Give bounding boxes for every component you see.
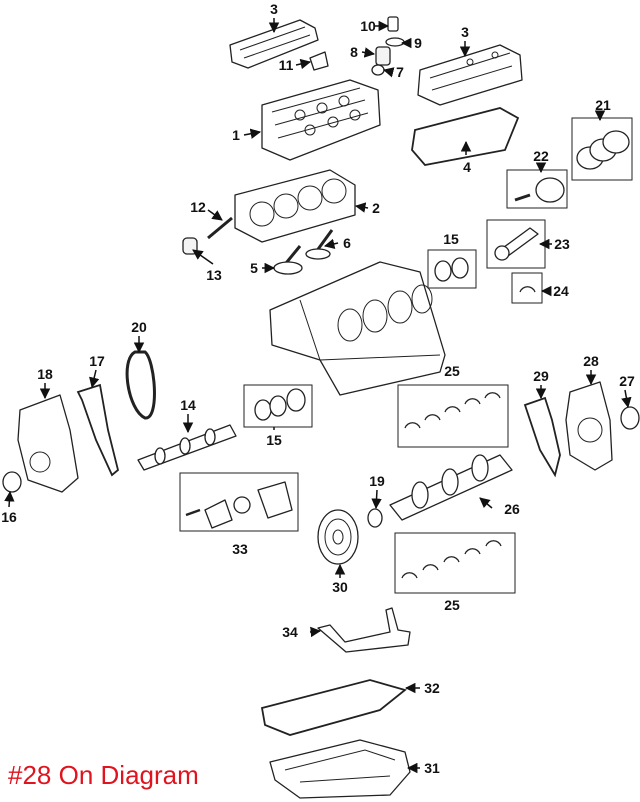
- callout-20: 20: [131, 319, 147, 335]
- harmonic-balancer: [317, 509, 359, 565]
- callout-14: 14: [180, 397, 196, 413]
- seals-lower: [243, 384, 313, 428]
- callout-9: 9: [414, 35, 422, 51]
- callout-6: 6: [343, 235, 351, 251]
- connecting-rod: [486, 219, 546, 269]
- callout-25-top: 25: [444, 363, 460, 379]
- camshaft: [137, 424, 237, 471]
- main-bearings-top: [397, 384, 509, 448]
- rear-seal: [620, 406, 640, 430]
- timing-chain: [125, 350, 156, 420]
- rod-bearing: [511, 272, 543, 304]
- piston-rings: [571, 117, 633, 181]
- leader-lines: [4, 18, 632, 774]
- callout-16: 16: [1, 509, 17, 525]
- callout-22: 22: [533, 148, 549, 164]
- pushrod-and-lifter: [182, 216, 233, 255]
- crank-sprocket: [367, 508, 383, 528]
- cylinder-head: [261, 79, 381, 161]
- seals-top: [427, 249, 477, 289]
- callout-12: 12: [190, 199, 206, 215]
- callout-15-lower: 15: [266, 432, 282, 448]
- rear-cover: [565, 381, 613, 471]
- engine-block: [269, 261, 446, 396]
- timing-cover-gasket: [76, 383, 120, 477]
- callout-17: 17: [89, 353, 105, 369]
- oil-pump-kit: [179, 472, 299, 532]
- callout-3-left: 3: [270, 1, 278, 17]
- valve-train-small-parts: [309, 16, 405, 76]
- callout-25-lower: 25: [444, 597, 460, 613]
- callout-24: 24: [553, 283, 569, 299]
- callout-31: 31: [424, 760, 440, 776]
- callout-13: 13: [206, 267, 222, 283]
- oil-pan-gasket: [260, 679, 407, 736]
- callout-33: 33: [232, 541, 248, 557]
- callout-29: 29: [533, 368, 549, 384]
- valves: [273, 229, 334, 275]
- callout-28: 28: [583, 353, 599, 369]
- front-seal: [2, 471, 22, 493]
- diagram-caption: #28 On Diagram: [8, 760, 199, 790]
- callout-10: 10: [360, 18, 376, 34]
- callout-7: 7: [396, 64, 404, 80]
- main-bearings-lower: [394, 532, 516, 594]
- callout-23: 23: [554, 236, 570, 252]
- callout-labels: 3 3 10 9 8 7 11 1 4 2 12 13 5 6 21 22 23…: [1, 1, 635, 776]
- callout-4: 4: [463, 159, 471, 175]
- callout-21: 21: [595, 97, 611, 113]
- callout-18: 18: [37, 366, 53, 382]
- callout-30: 30: [332, 579, 348, 595]
- callout-32: 32: [424, 680, 440, 696]
- rear-cover-gasket: [523, 396, 561, 478]
- valve-cover-gasket: [411, 107, 520, 166]
- callout-19: 19: [369, 473, 385, 489]
- piston: [506, 169, 568, 209]
- valve-cover-left: [229, 19, 319, 69]
- callout-5: 5: [250, 260, 258, 276]
- callout-3-right: 3: [461, 24, 469, 40]
- front-cover: [17, 394, 79, 493]
- valve-cover-right: [417, 44, 523, 106]
- oil-pickup-tube: [317, 607, 411, 653]
- callout-8: 8: [350, 44, 358, 60]
- callout-2: 2: [372, 200, 380, 216]
- oil-pan: [269, 739, 411, 799]
- callout-1: 1: [232, 127, 240, 143]
- callout-11: 11: [279, 57, 294, 73]
- callout-27: 27: [619, 373, 635, 389]
- head-gasket: [234, 169, 356, 243]
- crankshaft: [389, 454, 513, 521]
- callout-15-top: 15: [443, 231, 459, 247]
- callout-26: 26: [504, 501, 520, 517]
- callout-34: 34: [282, 624, 298, 640]
